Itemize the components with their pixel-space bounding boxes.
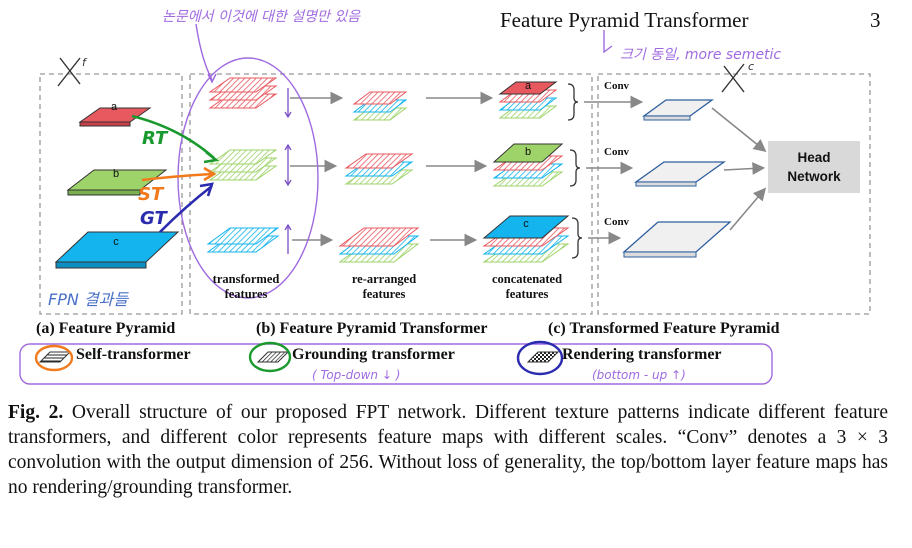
concat-stack-top (498, 81, 558, 119)
hand-note-size: 크기 동일, more semetic (620, 47, 782, 63)
hand-rt: RT (142, 128, 168, 149)
panel-c-box (597, 73, 871, 315)
hand-xc-sup: c (748, 60, 755, 73)
hand-top-down: ( Top-down ↓ ) (312, 368, 401, 382)
hand-fpn-note: FPN 결과들 (48, 290, 129, 309)
hand-ellipse (177, 57, 319, 299)
hand-pointer (195, 23, 213, 81)
concat-letter-b: b (524, 146, 532, 158)
output-level-b (633, 161, 727, 187)
hand-gt: GT (140, 208, 167, 229)
legend-icon-rendering (516, 340, 564, 376)
panel-label-b: (b) Feature Pyramid Transformer (256, 320, 488, 337)
hand-x-marks (57, 57, 745, 93)
hand-note-korean: 논문에서 이것에 대한 설명만 있음 (162, 9, 361, 25)
layer-letter-c: c (113, 236, 119, 248)
legend-icon-self (34, 344, 74, 372)
conv-arrows (584, 95, 644, 245)
flow-arrows (290, 91, 494, 247)
legend-icon-grounding (248, 341, 292, 373)
panel-b-box (189, 73, 593, 315)
label-rearranged-features: re-arranged features (351, 272, 417, 301)
concat-stack-mid (492, 143, 564, 187)
conv-label-bottom: Conv (604, 216, 630, 228)
concat-letter-a: a (524, 80, 532, 92)
hand-legend-box (19, 343, 773, 385)
hand-xf-sup: f (82, 56, 86, 69)
head-arrows (711, 107, 767, 231)
concat-stack-bottom (482, 215, 570, 263)
transformed-stack-mid (208, 149, 278, 181)
caption-label: Fig. 2. (8, 402, 64, 423)
panel-label-a: (a) Feature Pyramid (36, 320, 176, 337)
hand-bottom-up: (bottom - up ↑) (592, 368, 686, 382)
pyramid-level-c (54, 231, 180, 269)
panel-label-c: (c) Transformed Feature Pyramid (548, 320, 780, 337)
rearranged-stack-bottom (338, 227, 420, 263)
hand-st: ST (138, 184, 164, 205)
hand-arrows (131, 114, 220, 233)
concat-letter-c: c (523, 218, 529, 230)
purple-updown-arrows (284, 88, 292, 254)
head-network-box: Head Network (768, 141, 860, 193)
conv-label-top: Conv (604, 80, 630, 92)
output-level-a (642, 99, 714, 121)
head-network-label: Head Network (787, 150, 841, 184)
layer-letter-a: a (110, 101, 118, 113)
layer-letter-b: b (112, 168, 120, 180)
pyramid-level-a (78, 107, 152, 127)
label-concatenated-features: concatenated features (491, 272, 563, 301)
concat-brackets (567, 83, 583, 259)
rearranged-stack-mid (344, 153, 414, 185)
transformed-stack-top (208, 77, 278, 109)
output-level-c (622, 221, 732, 258)
label-transformed-features: transformed features (212, 272, 280, 301)
rearranged-stack-top (352, 91, 408, 121)
transformed-stack-bottom (206, 227, 280, 253)
conv-label-mid: Conv (604, 146, 630, 158)
page-number: 3 (870, 8, 881, 32)
caption-text: Overall structure of our proposed FPT ne… (8, 402, 888, 498)
legend-grounding-transformer: Grounding transformer (292, 346, 455, 363)
panel-a-box (39, 73, 183, 315)
pyramid-level-b (66, 169, 168, 196)
legend-rendering-transformer: Rendering transformer (562, 346, 722, 363)
legend-self-transformer: Self-transformer (76, 346, 191, 363)
figure-caption: Fig. 2. Overall structure of our propose… (8, 400, 888, 500)
running-title: Feature Pyramid Transformer (500, 8, 749, 32)
